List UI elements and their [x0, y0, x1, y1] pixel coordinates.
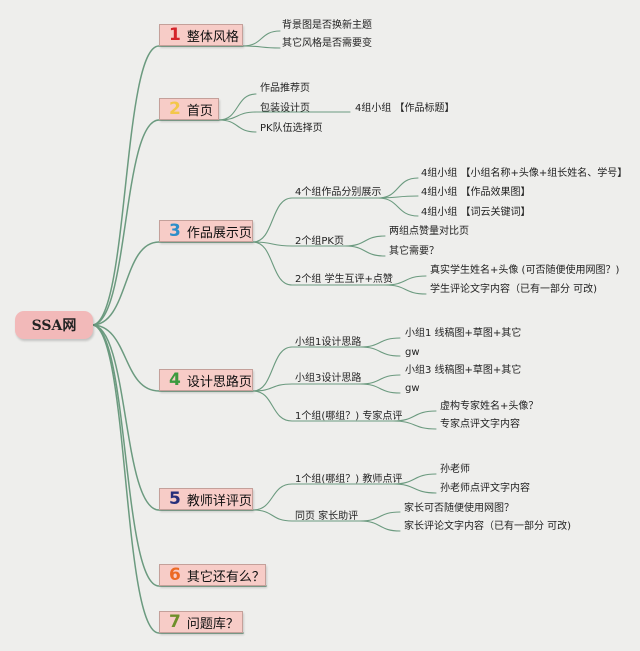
s4-group1-link-2 — [359, 346, 401, 357]
s4-item-1: 小组1设计思路 — [295, 337, 362, 348]
section-7-node: 7 问题库？ — [159, 611, 243, 633]
s2-packaging-child: 4组小组 【作品标题】 — [355, 103, 455, 114]
section-3-number: 3 — [169, 220, 181, 241]
s3-showcase-1: 4组小组 【小组名称+头像+组长姓名、学号】 — [421, 168, 628, 179]
s4-item-3: 1个组(哪组？) 专家点评 — [295, 411, 403, 422]
section-2-node: 2 首页 — [159, 98, 219, 120]
section-1-number: 1 — [169, 24, 181, 45]
section-1-label: 整体风格 — [186, 29, 239, 45]
root-to-section-1 — [91, 45, 244, 326]
s4-expert-1: 虚构专家姓名+头像？ — [440, 401, 539, 412]
section-5-number: 5 — [169, 488, 181, 509]
s3-item-1: 4个组作品分别展示 — [295, 187, 382, 198]
s4-link-2 — [252, 383, 361, 392]
s1-item-1: 背景图是否换新主题 — [282, 20, 372, 31]
s5-item-2: 同页 家长助评 — [295, 511, 359, 522]
s5-parent-1: 家长可否随便使用网图？ — [404, 503, 514, 514]
s3-item-3: 2个组 学生互评+点赞 — [295, 274, 393, 285]
section-4-number: 4 — [169, 369, 181, 390]
s4-item-2: 小组3设计思路 — [295, 373, 362, 384]
s5-parent-2: 家长评论文字内容（已有一部分 可改) — [404, 521, 572, 532]
s4-group3-link-2 — [359, 383, 401, 394]
s3-item-2: 2个组PK页 — [295, 236, 344, 247]
s3-link-3 — [252, 241, 386, 286]
s1-link-2 — [242, 45, 281, 49]
s4-group3-2: gw — [405, 383, 420, 394]
root-to-section-5 — [91, 324, 254, 511]
section-6-number: 6 — [169, 564, 181, 585]
s3-showcase-2: 4组小组 【作品效果图】 — [421, 187, 531, 198]
root-to-section-2 — [91, 119, 220, 326]
s3-link-2 — [252, 241, 346, 247]
s5-teacher-1: 孙老师 — [440, 464, 470, 475]
s2-item-3: PK队伍选择页 — [260, 123, 323, 134]
section-3-node: 3 作品展示页 — [159, 220, 253, 242]
s2-link-3 — [218, 119, 257, 133]
section-4-node: 4 设计思路页 — [159, 369, 253, 391]
root-node: SSA网 — [15, 311, 93, 339]
s5-teacher-2: 孙老师点评文字内容 — [440, 483, 530, 494]
s2-item-1: 作品推荐页 — [260, 83, 310, 94]
section-6-node: 6 其它还有么？ — [159, 564, 266, 586]
s3-pk-1: 两组点赞量对比页 — [389, 226, 469, 237]
s2-link-2 — [218, 111, 319, 121]
section-6-label: 其它还有么？ — [186, 569, 265, 585]
s2-item-2: 包装设计页 — [260, 103, 310, 114]
section-2-label: 首页 — [186, 103, 213, 119]
s4-link-3 — [252, 390, 394, 422]
s3-showcase-link-3 — [377, 197, 419, 217]
s4-group1-2: gw — [405, 347, 420, 358]
s4-group1-1: 小组1 线稿图+草图+其它 — [405, 328, 522, 339]
section-5-label: 教师详评页 — [186, 493, 252, 509]
s3-review-link-2 — [384, 284, 427, 295]
s5-parent-link-2 — [359, 520, 401, 532]
s4-expert-2: 专家点评文字内容 — [440, 419, 520, 430]
s5-item-1: 1个组(哪组？) 教师点评 — [295, 474, 403, 485]
section-3-label: 作品展示页 — [186, 225, 252, 241]
root-to-section-7 — [91, 324, 244, 634]
section-1-node: 1 整体风格 — [159, 24, 243, 46]
s3-showcase-3: 4组小组 【词云关键词】 — [421, 207, 531, 218]
section-5-node: 5 教师详评页 — [159, 488, 253, 510]
s5-teacher-link-2 — [392, 483, 437, 494]
s4-link-1 — [252, 346, 361, 392]
root-label: SSA网 — [31, 318, 77, 334]
section-7-label: 问题库？ — [186, 616, 239, 632]
s4-group3-1: 小组3 线稿图+草图+其它 — [405, 365, 522, 376]
section-4-label: 设计思路页 — [186, 374, 252, 390]
s5-link-2 — [252, 509, 361, 522]
s5-link-1 — [252, 483, 394, 511]
section-2-number: 2 — [169, 98, 181, 119]
s3-review-2: 学生评论文字内容（已有一部分 可改) — [430, 284, 598, 295]
s3-pk-2: 其它需要？ — [389, 246, 439, 257]
s1-item-2: 其它风格是否需要变 — [282, 38, 372, 49]
root-to-section-4 — [91, 324, 254, 392]
root-to-section-6 — [91, 324, 267, 587]
section-7-number: 7 — [169, 611, 181, 632]
s3-review-1: 真实学生姓名+头像 (可否随便使用网图？) — [430, 265, 620, 276]
s4-expert-link-2 — [392, 420, 437, 430]
s3-link-1 — [252, 197, 379, 243]
s3-pk-link-2 — [344, 245, 386, 257]
root-to-section-3 — [91, 241, 254, 326]
